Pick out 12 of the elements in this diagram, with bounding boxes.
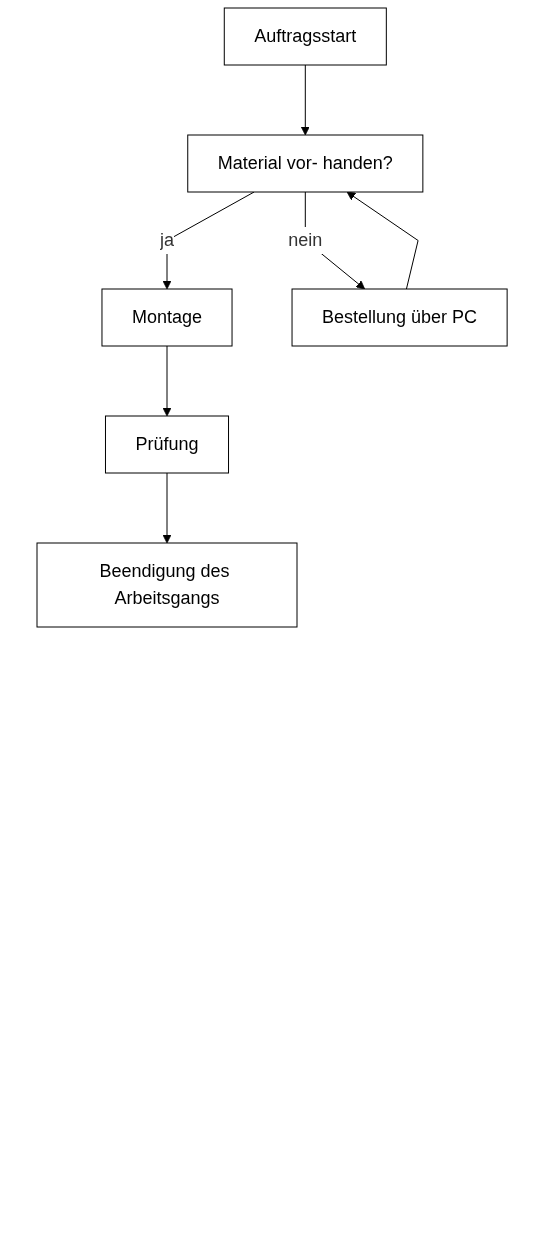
arrow [301,64,311,136]
arrow [163,472,172,544]
arrow [347,191,419,290]
node-box: Material vor- handen? [187,134,424,193]
edge-label: nein [288,230,323,250]
node-box: Montage [101,288,233,347]
node-box: Auftragsstart [224,7,388,66]
arrow [163,345,172,417]
node-box: Beendigung des Arbeitsgangs [36,542,298,628]
node-box: Prüfung [105,415,230,474]
edge-label: ja [160,230,175,250]
node-box: Bestellung über PC [291,288,509,347]
